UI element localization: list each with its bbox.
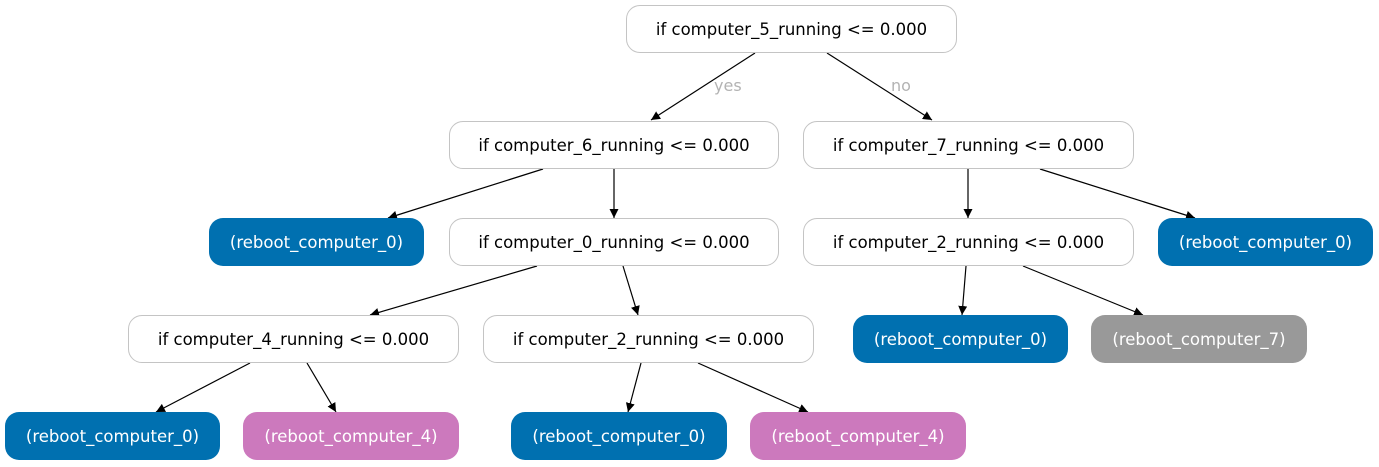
edge-label-no: no (891, 76, 911, 95)
leaf-node-reboot-computer-0: (reboot_computer_0) (511, 412, 727, 460)
edge-n7-n11 (155, 362, 251, 413)
decision-node-computer-2: if computer_2_running <= 0.000 (803, 218, 1134, 266)
edge-label-yes: yes (714, 76, 742, 95)
decision-node-computer-0: if computer_0_running <= 0.000 (449, 218, 779, 266)
edge-n0-n2 (826, 52, 933, 121)
decision-node-computer-7: if computer_7_running <= 0.000 (803, 121, 1134, 169)
edge-n2-n6 (1039, 168, 1196, 220)
leaf-node-reboot-computer-7: (reboot_computer_7) (1091, 315, 1307, 363)
edge-n5-n10 (1022, 265, 1144, 316)
decision-node-computer-4: if computer_4_running <= 0.000 (128, 315, 459, 363)
edge-n1-n3 (387, 168, 544, 220)
edge-n8-n14 (697, 362, 809, 413)
edge-n0-n1 (650, 52, 756, 121)
leaf-node-reboot-computer-4: (reboot_computer_4) (750, 412, 966, 460)
decision-node-computer-5: if computer_5_running <= 0.000 (626, 5, 957, 53)
edge-n5-n9 (958, 265, 968, 316)
decision-node-computer-2: if computer_2_running <= 0.000 (483, 315, 814, 363)
edge-n8-n13 (625, 362, 642, 413)
edge-n4-n8 (622, 265, 640, 316)
leaf-node-reboot-computer-0: (reboot_computer_0) (1158, 218, 1373, 266)
leaf-node-reboot-computer-0: (reboot_computer_0) (853, 315, 1068, 363)
leaf-node-reboot-computer-4: (reboot_computer_4) (243, 412, 459, 460)
edge-n7-n12 (306, 362, 337, 413)
edge-n4-n7 (369, 265, 538, 317)
decision-node-computer-6: if computer_6_running <= 0.000 (449, 121, 779, 169)
leaf-node-reboot-computer-0: (reboot_computer_0) (5, 412, 220, 460)
leaf-node-reboot-computer-0: (reboot_computer_0) (209, 218, 424, 266)
